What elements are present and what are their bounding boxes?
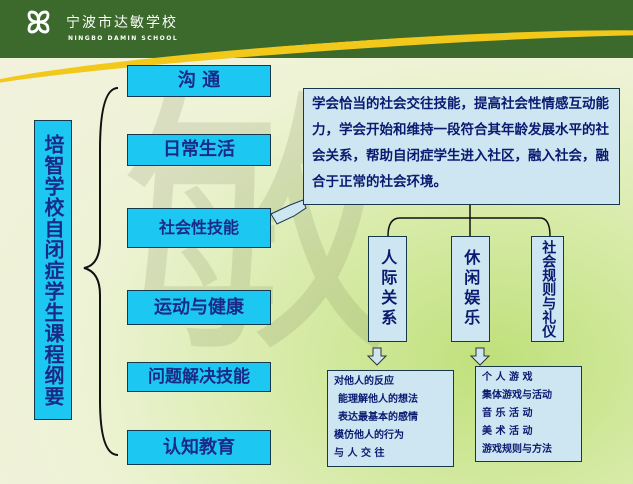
school-logo-icon: ꕤ [26,6,51,41]
main-title: 培智学校自闭症学生课程纲要 [34,120,72,420]
arrow-down-icon [469,347,491,366]
sub-social-rules: 社会规则与礼仪 [531,236,564,342]
category-cognitive: 认知教育 [127,430,271,465]
arrow-down-icon [366,347,388,366]
leisure-list: 个 人 游 戏 集体游戏与活动 音 乐 活 动 美 术 活 动 游戏规则与方法 [475,366,582,462]
list-item: 与 人 交 往 [334,448,385,459]
school-name: 宁波市达敏学校 [66,15,178,31]
list-item: 游戏规则与方法 [482,444,552,455]
list-item: 模仿他人的行为 [334,430,404,441]
list-item: 美 术 活 动 [482,426,533,437]
list-item: 集体游戏与活动 [482,390,552,401]
sub-leisure: 休闲娱乐 [451,236,490,342]
social-skills-description: 学会恰当的社会交往技能，提高社会性情感互动能力，学会开始和维持一段符合其年龄发展… [303,88,620,205]
category-communication: 沟 通 [127,65,271,97]
header-band [0,0,633,58]
category-problem-solving: 问题解决技能 [127,362,271,392]
sub-interpersonal: 人际关系 [368,236,407,342]
category-social-skills: 社会性技能 [127,208,271,248]
brace [83,87,119,456]
category-motor-health: 运动与健康 [127,290,271,325]
school-name-en: NINGBO DAMIN SCHOOL [68,35,179,42]
category-daily-living: 日常生活 [127,134,271,166]
list-item: 个 人 游 戏 [482,372,533,383]
interpersonal-list: 对他人的反应 能理解他人的想法 表达最基本的感情 模仿他人的行为 与 人 交 往 [327,370,454,467]
callout-pointer [270,199,307,225]
list-item: 对他人的反应 [334,376,394,387]
branch-lines [387,205,551,237]
list-item: 音 乐 活 动 [482,408,533,419]
list-item: 表达最基本的感情 [338,412,418,423]
list-item: 能理解他人的想法 [338,394,418,405]
